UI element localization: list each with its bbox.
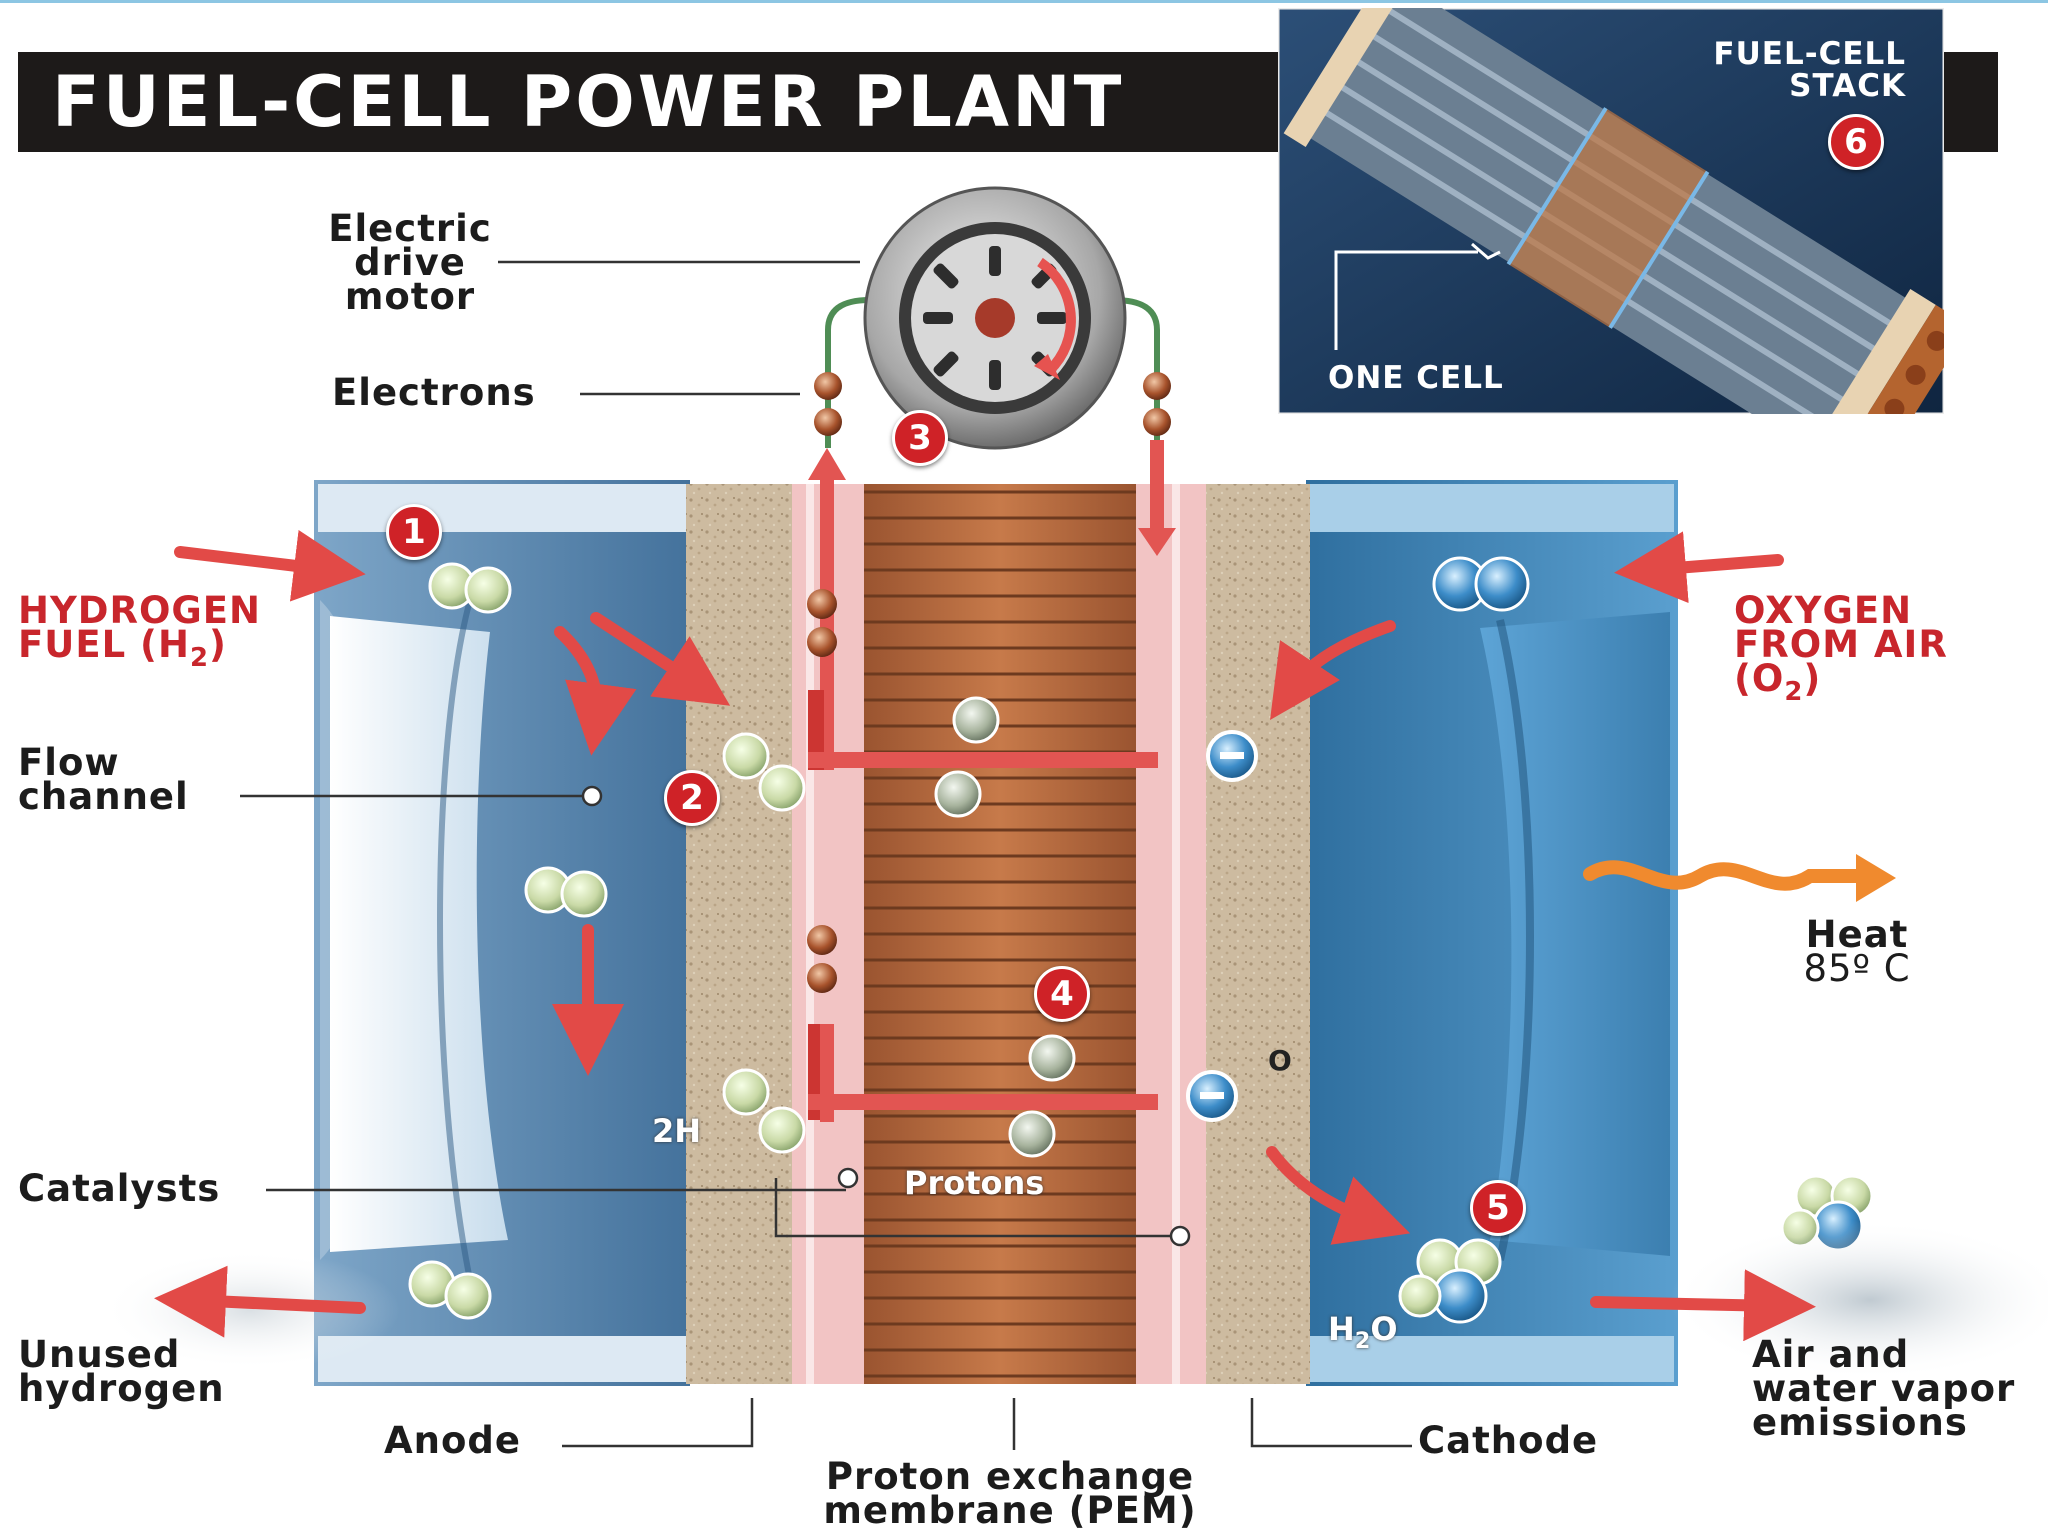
heat-label: Heat 85º C — [1792, 913, 1922, 990]
fuel-cell-stack-inset: FUEL-CELL STACK 6 ONE CELL — [1276, 0, 1970, 496]
unused-label-line-1: Unused — [18, 1333, 181, 1376]
hydrogen-label-line-2: FUEL (H2) — [18, 626, 261, 671]
catalysts-label: Catalysts — [18, 1167, 221, 1210]
electron-icon — [807, 372, 1171, 993]
anode-block — [314, 480, 690, 1386]
stack-label: FUEL-CELL STACK — [1713, 38, 1906, 102]
oxygen-label-line-1: OXYGEN — [1734, 589, 1913, 632]
oxygen-from-air-label: OXYGEN FROM AIR (O2) — [1734, 589, 1948, 705]
cathode-catalyst-layer — [1206, 484, 1310, 1384]
oxygen-label-subscript: 2 — [1784, 677, 1804, 708]
stack-label-line-1: FUEL-CELL — [1713, 36, 1906, 72]
step-badge-6: 6 — [1828, 114, 1884, 170]
emissions-label-line-3: emissions — [1752, 1401, 1968, 1444]
oxygen-molecule-icon — [1432, 556, 1530, 612]
emissions-label-line-2: water vapor — [1752, 1367, 2016, 1410]
hydrogen-molecule-icon — [408, 562, 806, 1320]
oxygen-label-line-2: FROM AIR — [1734, 623, 1948, 666]
step-badge-2: 2 — [664, 770, 720, 826]
electric-drive-motor-label: Electric drive motor — [300, 207, 520, 318]
heat-wave-icon — [1583, 854, 1896, 902]
water-label-h: H — [1328, 1310, 1355, 1348]
step-badge-5: 5 — [1470, 1180, 1526, 1236]
water-label-subscript: 2 — [1354, 1327, 1371, 1354]
flow-channel-label: Flow channel — [18, 741, 189, 818]
stack-label-line-2: STACK — [1789, 68, 1906, 104]
motor-label-line-1: Electric — [328, 207, 492, 250]
water-label: H2O — [1328, 1310, 1398, 1352]
protons-label: Protons — [904, 1164, 1045, 1202]
oxygen-ion-icon — [1186, 730, 1258, 1122]
unused-hydrogen-label: Unused hydrogen — [18, 1333, 225, 1410]
flow-label-line-2: channel — [18, 775, 189, 818]
step-badge-1: 1 — [386, 504, 442, 560]
electric-motor-icon — [863, 186, 1127, 450]
hydrogen-label-close: ) — [208, 623, 227, 666]
step-badge-3: 3 — [892, 410, 948, 466]
oxygen-label-close: ) — [1803, 657, 1822, 700]
page-title: FUEL-CELL POWER PLANT — [52, 61, 1125, 143]
proton-icon — [934, 696, 1076, 1158]
pem-membrane — [864, 484, 1136, 1384]
one-cell-label: ONE CELL — [1328, 360, 1504, 396]
flow-label-line-1: Flow — [18, 741, 120, 784]
oxygen-label-line-3: (O2) — [1734, 660, 1948, 705]
leader-lines — [240, 260, 1412, 1450]
emissions-label-line-1: Air and — [1752, 1333, 1910, 1376]
heat-label-title: Heat — [1805, 913, 1909, 956]
oxygen-atom-label: O — [1268, 1044, 1293, 1077]
anode-catalyst-layer — [686, 484, 792, 1384]
step-badge-4: 4 — [1034, 966, 1090, 1022]
hydrogen-label-line-1: HYDROGEN — [18, 589, 262, 632]
current-path — [808, 440, 1176, 1122]
pem-label: Proton exchange membrane (PEM) — [780, 1455, 1240, 1532]
hydrogen-fuel-label: HYDROGEN FUEL (H2) — [18, 589, 262, 671]
emissions-label: Air and water vapor emissions — [1752, 1333, 2016, 1444]
pem-label-line-1: Proton exchange — [825, 1455, 1195, 1498]
cathode-label: Cathode — [1418, 1419, 1599, 1462]
hydrogen-label-subscript: 2 — [189, 643, 209, 674]
water-label-o: O — [1370, 1310, 1398, 1348]
electrons-label: Electrons — [332, 371, 536, 414]
anode-label: Anode — [384, 1419, 521, 1462]
motor-label-line-2: drive — [354, 241, 466, 284]
unused-label-line-2: hydrogen — [18, 1367, 225, 1410]
heat-temperature: 85º C — [1803, 947, 1911, 990]
pem-label-line-2: membrane (PEM) — [823, 1489, 1197, 1532]
motor-label-line-3: motor — [344, 275, 476, 318]
flow-arrows — [154, 529, 1816, 1342]
hydrogen-label-text: FUEL (H — [18, 623, 190, 666]
two-h-label: 2H — [652, 1112, 702, 1150]
oxygen-label-text: (O — [1734, 657, 1785, 700]
